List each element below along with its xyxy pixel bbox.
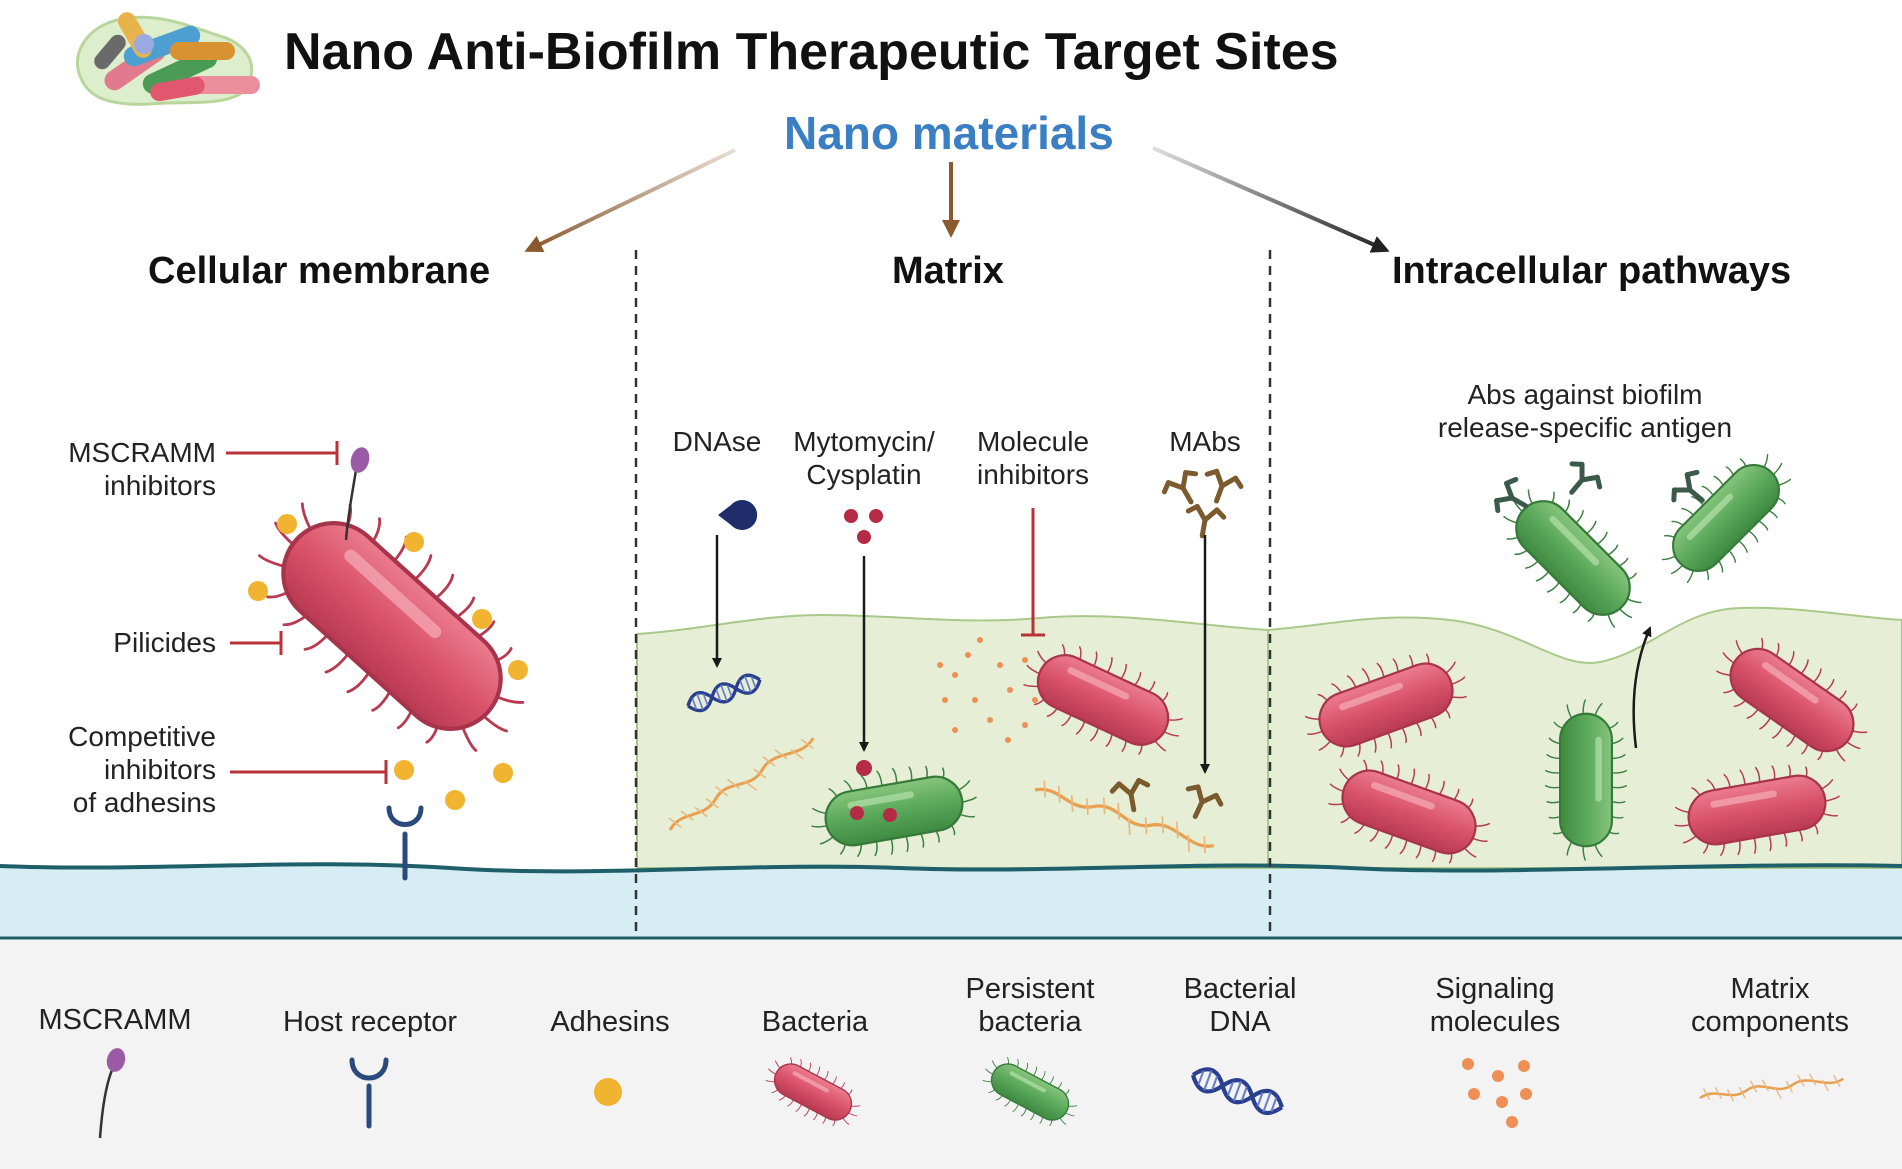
legend-label-signaling-molecules: Signaling molecules	[1395, 973, 1595, 1039]
legend-matrix-line1: Matrix	[1730, 973, 1810, 1005]
release-arrow	[1632, 626, 1652, 749]
section-matrix: Matrix	[892, 250, 1004, 292]
molecule-inhibitor-line	[1021, 508, 1045, 637]
legend-label-adhesins: Adhesins	[530, 1006, 690, 1039]
nano-materials-heading: Nano materials	[784, 107, 1114, 159]
legend-matrix-line2: components	[1691, 1006, 1849, 1038]
label-competitive-line3: of adhesins	[72, 787, 216, 818]
label-mscramm-inhibitors-line2: inhibitors	[103, 470, 216, 501]
mytomycin-icon	[844, 509, 883, 544]
legend-label-bacteria: Bacteria	[735, 1006, 895, 1039]
host-surface	[0, 864, 1902, 938]
label-competitive-line2: inhibitors	[103, 754, 216, 785]
legend-label-host-receptor: Host receptor	[265, 1006, 475, 1039]
surface-line	[0, 862, 1902, 874]
legend-panel	[0, 940, 1902, 1169]
legend-dna-line1: Bacterial	[1183, 973, 1297, 1005]
cellular-mscramm-icon	[350, 447, 370, 473]
section-cellular-membrane: Cellular membrane	[148, 250, 491, 292]
label-competitive-inhibitors: Competitive inhibitors of adhesins	[20, 720, 216, 819]
arrow-to-cellular	[524, 148, 736, 253]
logo-bacteria-cluster-icon	[75, 12, 260, 106]
legend-label-bacterial-dna: Bacterial DNA	[1150, 973, 1330, 1039]
label-molecule-inhibitors: Molecule inhibitors	[958, 425, 1108, 491]
legend-adhesins-text: Adhesins	[550, 1006, 670, 1038]
label-mytomycin: Mytomycin/ Cysplatin	[774, 425, 954, 491]
section-intracellular-pathways: Intracellular pathways	[1392, 250, 1792, 292]
signaling-molecules-icon	[1462, 1058, 1532, 1128]
cellular-host-receptor-icon	[386, 805, 424, 881]
label-mabs: MAbs	[1169, 426, 1241, 457]
label-mscramm-inhibitors-line1: MSCRAMM	[68, 437, 216, 468]
label-mscramm-inhibitors: MSCRAMM inhibitors	[40, 436, 216, 502]
legend-signaling-line2: molecules	[1429, 1006, 1561, 1038]
dnase-icon	[718, 500, 758, 531]
label-abs-line2: release-specific antigen	[1437, 412, 1733, 443]
cellular-inhibition-lines	[226, 441, 388, 784]
legend-bacteria-text: Bacteria	[761, 1006, 869, 1038]
legend-persistent-line1: Persistent	[965, 973, 1095, 1005]
arrow-to-intracellular	[1152, 146, 1390, 253]
legend-label-mscramm: MSCRAMM	[20, 1004, 210, 1037]
label-abs-antigen: Abs against biofilm release-specific ant…	[1410, 378, 1760, 444]
page-title: Nano Anti-Biofilm Therapeutic Target Sit…	[284, 23, 1339, 81]
legend-label-persistent-bacteria: Persistent bacteria	[935, 973, 1125, 1039]
cellular-adhesins	[248, 514, 528, 810]
legend-persistent-line2: bacteria	[978, 1006, 1082, 1038]
cellular-bacterium-icon	[224, 464, 560, 788]
released-bacterium-2	[1643, 435, 1808, 600]
legend-label-matrix-components: Matrix components	[1660, 973, 1880, 1039]
label-mytomycin-line1: Mytomycin/	[793, 426, 935, 457]
label-molecule-line1: Molecule	[976, 426, 1090, 457]
legend-mscramm-text: MSCRAMM	[38, 1004, 192, 1036]
mabs-icon	[1161, 469, 1243, 539]
label-mytomycin-line2: Cysplatin	[806, 459, 922, 490]
label-abs-line1: Abs against biofilm	[1467, 379, 1703, 410]
label-dnase: DNAse	[672, 426, 762, 457]
legend-dna-line2: DNA	[1209, 1006, 1271, 1038]
host-receptor-icon	[349, 1057, 389, 1129]
legend-host-receptor-text: Host receptor	[282, 1006, 458, 1038]
label-competitive-line1: Competitive	[68, 721, 216, 752]
adhesin-icon	[594, 1078, 622, 1106]
legend-signaling-line1: Signaling	[1435, 973, 1555, 1005]
label-pilicides: Pilicides	[113, 627, 216, 658]
mscramm-icon	[98, 1048, 126, 1139]
label-molecule-line2: inhibitors	[976, 459, 1090, 490]
